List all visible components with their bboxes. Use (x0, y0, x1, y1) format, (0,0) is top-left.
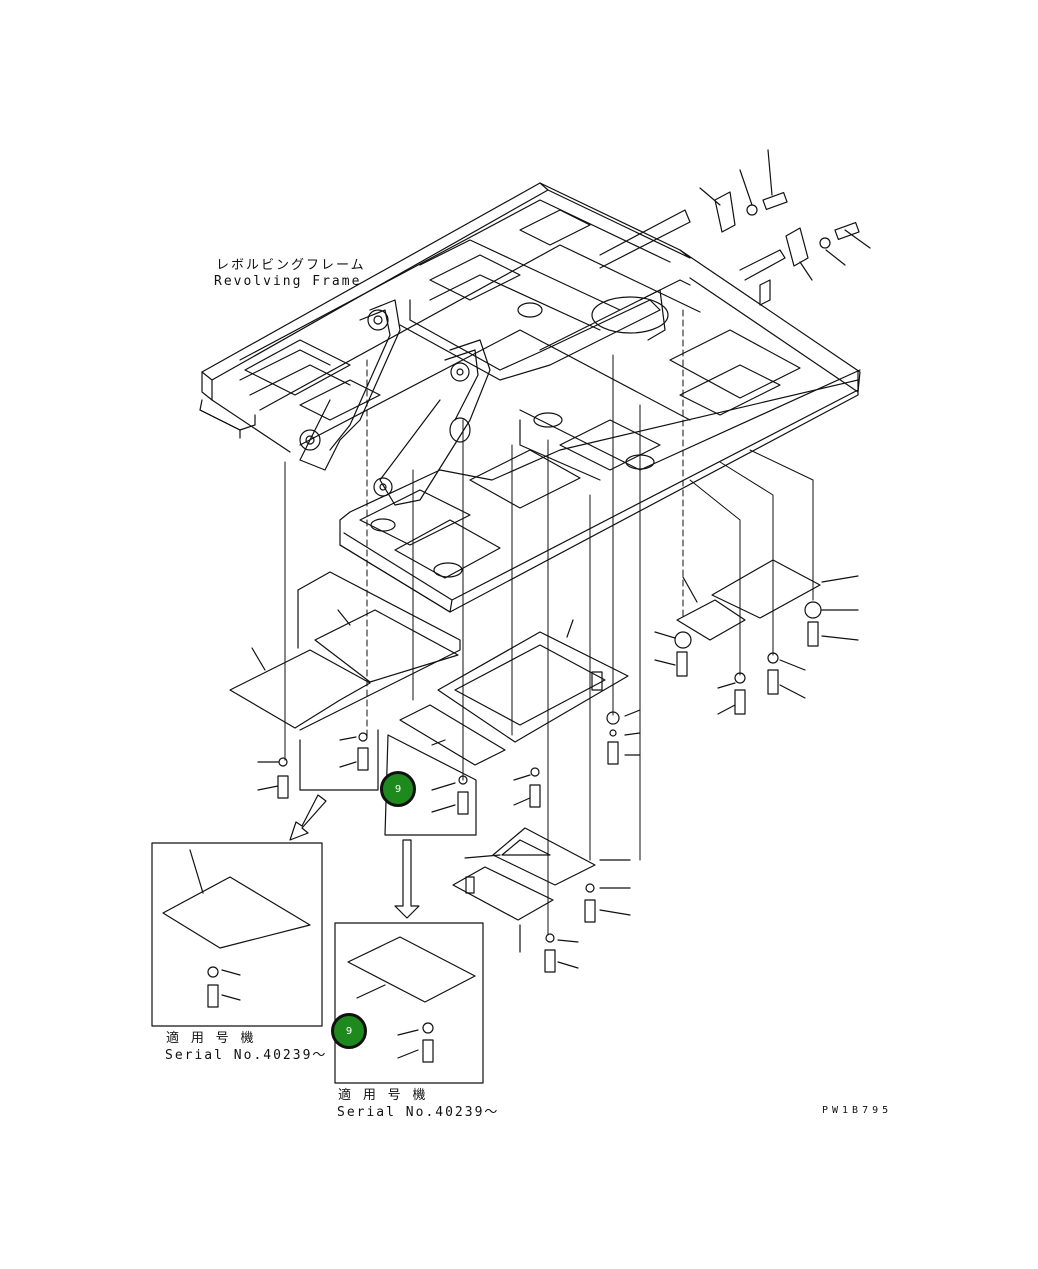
undercover-lower (453, 828, 630, 972)
callout-badge-lower[interactable]: 9 (331, 1013, 367, 1049)
rear-brackets-bolts (700, 150, 870, 280)
inset-left-applicability-label: 適 用 号 機 (166, 1031, 256, 1046)
direction-arrows (290, 795, 419, 918)
undercover-center (385, 620, 640, 835)
inset-right-applicability-label: 適 用 号 機 (338, 1088, 428, 1103)
inset-right-box (335, 923, 483, 1083)
inset-left-box (152, 843, 322, 1026)
undercover-right (655, 560, 858, 714)
undercover-left (230, 572, 460, 798)
inset-right-serial-label: Serial No.40239～ (337, 1105, 500, 1120)
callout-badge-upper[interactable]: 9 (380, 771, 416, 807)
assembly-lines (285, 310, 813, 935)
drawing-code: PW1B795 (822, 1105, 893, 1116)
revolving-frame (200, 183, 860, 612)
inset-left-serial-label: Serial No.40239～ (165, 1048, 328, 1063)
revolving-frame-label-jp: レボルビングフレーム (216, 258, 366, 273)
revolving-frame-label-en: Revolving Frame (214, 274, 362, 289)
